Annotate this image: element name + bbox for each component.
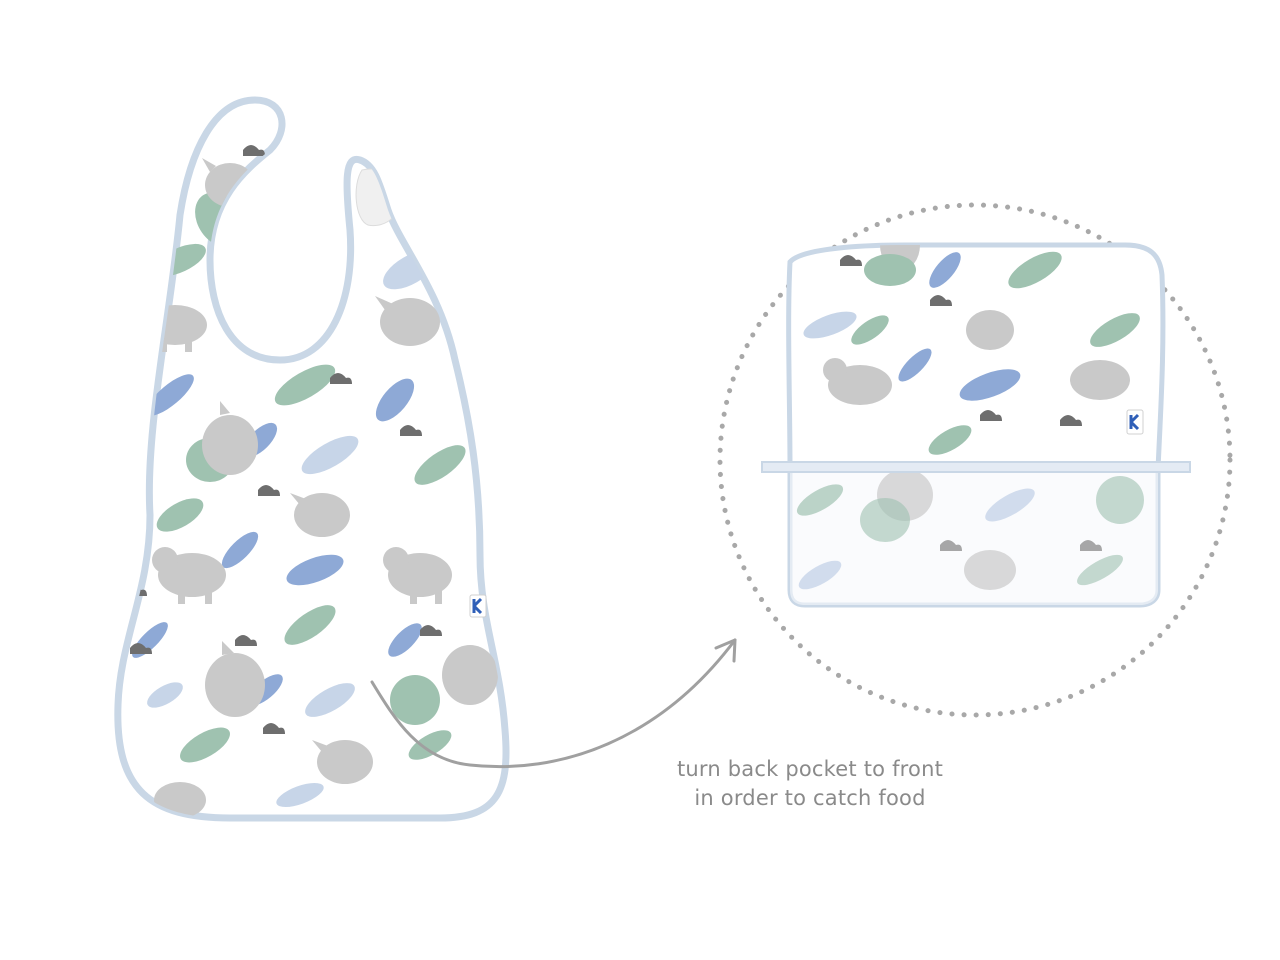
dotted-zoom-circle	[717, 202, 1233, 718]
caption-line-2: in order to catch food	[694, 786, 926, 810]
brand-label-icon	[1126, 409, 1144, 435]
caption-line-1: turn back pocket to front	[676, 757, 944, 781]
brand-label-icon	[469, 594, 487, 618]
instruction-caption: turn back pocket to front in order to ca…	[600, 755, 1020, 813]
curved-arrow-icon	[370, 638, 737, 769]
rhino-pattern	[140, 158, 498, 818]
rhino-icon	[290, 493, 350, 537]
rhino-icon	[383, 547, 452, 604]
bib-pocket-view	[761, 242, 1191, 608]
bib-front-view	[114, 96, 510, 822]
rhino-icon	[442, 645, 498, 705]
rhino-icon	[154, 782, 206, 818]
bib-pocket-pattern	[790, 245, 1162, 605]
rhino-icon	[152, 547, 226, 604]
rhino-icon	[205, 641, 265, 717]
rhino-icon	[202, 401, 258, 475]
pocket-fold-line	[761, 461, 1191, 473]
rhino-icon	[375, 296, 440, 346]
rhino-icon	[312, 740, 373, 784]
